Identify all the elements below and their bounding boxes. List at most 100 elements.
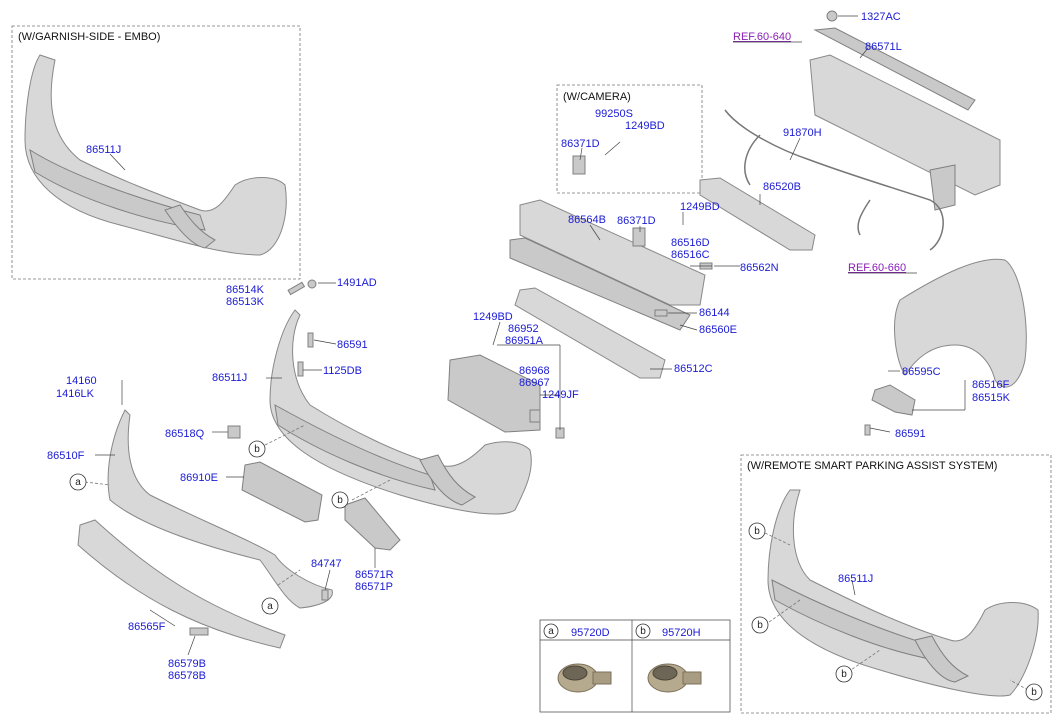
skid-plate-part xyxy=(77,519,286,649)
label-86511J[interactable]: 86511J xyxy=(212,372,247,384)
label-86510F[interactable]: 86510F xyxy=(47,450,85,462)
label-86516F[interactable]: 86516F xyxy=(972,379,1010,391)
label-86564B[interactable]: 86564B xyxy=(568,214,606,226)
label-86512C[interactable]: 86512C xyxy=(674,363,713,375)
label-1249BD-camera[interactable]: 1249BD xyxy=(625,120,665,132)
ref-link-60-660[interactable]: REF.60-660 xyxy=(848,262,906,274)
label-86565F[interactable]: 86565F xyxy=(128,621,166,633)
label-86952[interactable]: 86952 xyxy=(508,323,539,335)
label-86515K[interactable]: 86515K xyxy=(972,392,1011,404)
label-86967[interactable]: 86967 xyxy=(519,377,550,389)
label-86371D-camera[interactable]: 86371D xyxy=(561,138,600,150)
svg-text:b: b xyxy=(754,526,760,537)
label-86562N[interactable]: 86562N xyxy=(740,262,779,274)
label-1249JF[interactable]: 1249JF xyxy=(542,389,579,401)
leader-lines xyxy=(95,15,966,656)
label-86518Q[interactable]: 86518Q xyxy=(165,428,205,440)
label-99250S[interactable]: 99250S xyxy=(595,108,633,120)
label-1416LK[interactable]: 1416LK xyxy=(56,388,95,400)
label-86511J-parking[interactable]: 86511J xyxy=(838,573,873,585)
bracket-86518Q-part xyxy=(227,425,241,439)
label-86591[interactable]: 86591 xyxy=(337,339,368,351)
front-bumper-main-lamp xyxy=(419,454,477,506)
label-1249BD[interactable]: 1249BD xyxy=(680,201,720,213)
nut-1327AC-part xyxy=(826,10,838,22)
label-86520B[interactable]: 86520B xyxy=(763,181,801,193)
upper-grille-frame-part xyxy=(519,199,706,306)
svg-text:a: a xyxy=(267,601,273,612)
bumper-garnish-lamp xyxy=(164,204,216,249)
label-86516D[interactable]: 86516D xyxy=(671,237,710,249)
svg-text:b: b xyxy=(337,495,343,506)
svg-text:a: a xyxy=(75,477,81,488)
label-84747[interactable]: 84747 xyxy=(311,558,342,570)
ref-link-60-640[interactable]: REF.60-640 xyxy=(733,31,791,43)
callout-b-2: b xyxy=(331,491,349,509)
label-86516C[interactable]: 86516C xyxy=(671,249,710,261)
sensor-95720H-part xyxy=(647,663,702,693)
front-bumper-main-strip xyxy=(274,404,436,491)
label-1249BD-radar[interactable]: 1249BD xyxy=(473,311,513,323)
side-bezel-part xyxy=(344,497,401,551)
bumper-garnish-part xyxy=(24,54,287,256)
label-86513K[interactable]: 86513K xyxy=(226,296,265,308)
front-bumper-main-part xyxy=(269,309,532,515)
svg-text:b: b xyxy=(1031,687,1037,698)
bracket-86371D-part xyxy=(572,155,586,175)
label-91870H[interactable]: 91870H xyxy=(783,127,822,139)
label-86951A[interactable]: 86951A xyxy=(505,335,544,347)
clip-86579B-part xyxy=(189,627,209,636)
callout-b-1: b xyxy=(248,440,266,458)
label-86571L[interactable]: 86571L xyxy=(865,41,902,53)
garnish-box xyxy=(11,25,301,280)
label-86968[interactable]: 86968 xyxy=(519,365,550,377)
sensor-legend-box xyxy=(539,619,731,713)
label-86595C[interactable]: 86595C xyxy=(902,366,941,378)
callout-b-6: b xyxy=(1025,683,1043,701)
label-86591-fender[interactable]: 86591 xyxy=(895,428,926,440)
callout-a-2: a xyxy=(261,597,279,615)
bolt-1125DB-part xyxy=(297,361,304,377)
svg-text:a: a xyxy=(548,626,554,637)
lower-grille-part xyxy=(514,287,666,379)
svg-text:b: b xyxy=(841,669,847,680)
label-86910E[interactable]: 86910E xyxy=(180,472,218,484)
callout-b-3: b xyxy=(748,522,766,540)
label-1327AC[interactable]: 1327AC xyxy=(861,11,901,23)
label-86371D[interactable]: 86371D xyxy=(617,215,656,227)
callout-b-4: b xyxy=(751,616,769,634)
label-86514K[interactable]: 86514K xyxy=(226,284,265,296)
crossbeam-bracket-part xyxy=(929,164,956,211)
lower-fascia-part xyxy=(107,409,333,609)
fender-part xyxy=(894,258,1027,388)
label-86578B[interactable]: 86578B xyxy=(168,670,206,682)
bumper-parking-lamp xyxy=(914,635,970,683)
bumper-parking-part xyxy=(767,489,1039,697)
side-bracket-part xyxy=(871,384,916,416)
crossbeam-part xyxy=(809,54,1001,196)
svg-text:b: b xyxy=(640,626,646,637)
grille-frame-lower-part xyxy=(509,237,691,331)
attachment-lines xyxy=(84,424,1029,691)
label-86579B[interactable]: 86579B xyxy=(168,658,206,670)
label-14160[interactable]: 14160 xyxy=(66,375,97,387)
label-1125DB[interactable]: 1125DB xyxy=(323,365,362,377)
label-86144[interactable]: 86144 xyxy=(699,307,730,319)
radar-unit-part xyxy=(447,354,541,433)
bolt-84747-part xyxy=(321,589,329,601)
label-95720H[interactable]: 95720H xyxy=(662,627,701,639)
label-86571R[interactable]: 86571R xyxy=(355,569,394,581)
piece-86514K-part xyxy=(287,281,306,296)
label-95720D[interactable]: 95720D xyxy=(571,627,610,639)
label-86560E[interactable]: 86560E xyxy=(699,324,737,336)
label-86511J-garnish[interactable]: 86511J xyxy=(86,144,121,156)
callout-a-legend: a xyxy=(543,623,559,639)
bolt-86591-part xyxy=(307,332,314,348)
sensor-86144-part xyxy=(654,309,668,317)
energy-absorber-part xyxy=(699,177,816,251)
svg-text:b: b xyxy=(757,620,763,631)
label-86571P[interactable]: 86571P xyxy=(355,581,393,593)
bumper-garnish-grille xyxy=(29,148,206,231)
label-1491AD[interactable]: 1491AD xyxy=(337,277,377,289)
